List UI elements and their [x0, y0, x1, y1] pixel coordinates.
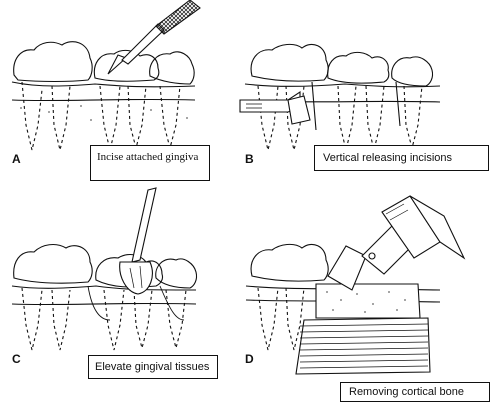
panel-label-d: D: [245, 352, 254, 366]
panel-label-a: A: [12, 152, 21, 166]
caption-d: Removing cortical bone: [340, 382, 490, 402]
panel-c-illustration: [11, 187, 198, 351]
caption-c: Elevate gingival tissues: [88, 355, 218, 379]
panel-a-illustration: [11, 0, 201, 151]
panel-label-c: C: [12, 352, 21, 366]
panel-d-illustration: [245, 195, 466, 375]
caption-b: Vertical releasing incisions: [314, 145, 489, 171]
panel-b-illustration: [239, 43, 441, 151]
panel-label-b: B: [245, 152, 254, 166]
caption-a: Incise attached gingiva: [90, 145, 210, 181]
